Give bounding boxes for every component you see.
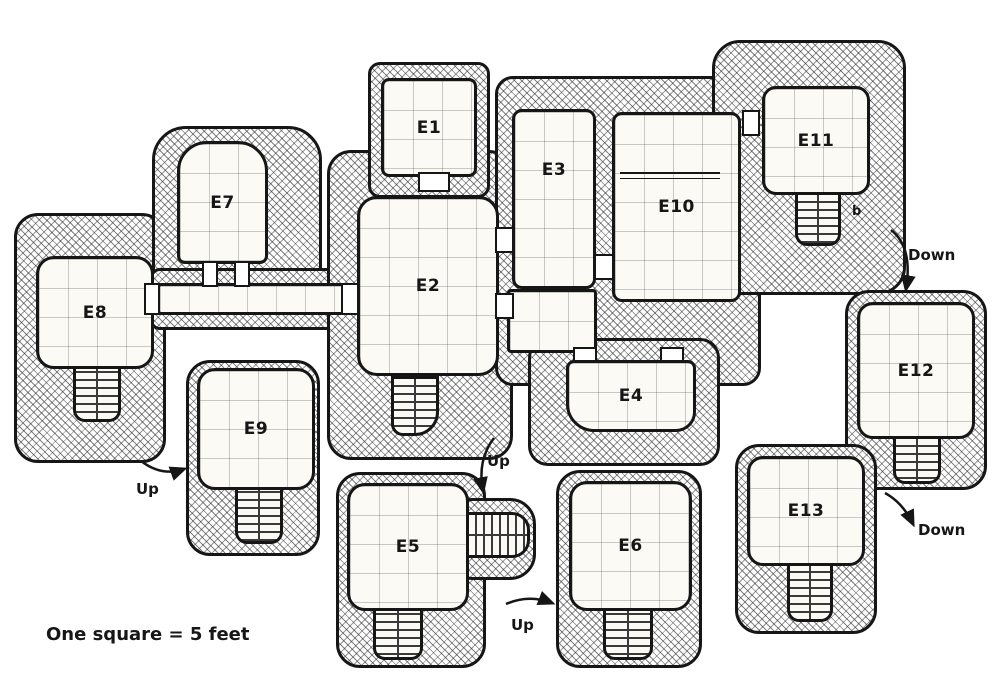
stairs-icon-e8: [73, 362, 121, 422]
door-icon-e1-e2: [418, 172, 450, 192]
door-icon-e7-a: [202, 261, 218, 287]
room-E13: E13: [747, 456, 865, 566]
room-label-E1: E1: [416, 117, 442, 138]
room-label-E7: E7: [210, 192, 235, 213]
stairs-icon-e13: [787, 562, 833, 622]
room-label-E4: E4: [618, 386, 644, 406]
stairs-icon-e5: [373, 604, 423, 660]
door-icon-e3-e10: [594, 254, 614, 280]
room-label-E11: E11: [797, 130, 835, 151]
down-arrow-e13: [884, 491, 915, 528]
annotation-down-e13: Down: [918, 521, 966, 539]
e10-ledge-line: [620, 172, 720, 179]
stairs-icon-e6: [603, 604, 653, 660]
room-label-E3: E3: [541, 160, 567, 180]
door-icon-e2-floor: [495, 293, 514, 319]
room-label-E8: E8: [82, 302, 108, 323]
door-icon-e2-e3: [495, 227, 514, 253]
wall-hatch-e11: [712, 40, 906, 295]
room-E6: E6: [569, 481, 692, 611]
stairs-icon-e5-side: [466, 512, 530, 558]
door-icon-e4-b: [660, 347, 684, 362]
room-E3: E3: [512, 109, 596, 289]
room-E12: E12: [857, 302, 975, 439]
legend: One square = 5 feet: [46, 624, 250, 645]
room-label-E13: E13: [787, 501, 825, 521]
corridor-e8-e2: [157, 283, 355, 315]
room-E1: E1: [381, 78, 477, 177]
room-label-E5: E5: [395, 537, 421, 557]
annotation-up-e5: Up: [487, 452, 510, 470]
room-E9: E9: [197, 368, 315, 490]
stairs-icon-e9: [235, 482, 283, 544]
room-E2: E2: [357, 196, 499, 376]
door-icon-e10-e11: [742, 110, 760, 136]
floor-below-e3: [507, 289, 597, 353]
annotation-down-e12: Down: [908, 246, 956, 264]
room-E7: E7: [177, 141, 268, 264]
up-arrow-e9: [140, 460, 188, 481]
room-label-E9: E9: [243, 419, 269, 439]
door-icon-e7-b: [234, 261, 250, 287]
room-E8: E8: [36, 256, 154, 369]
room-label-E10: E10: [658, 197, 695, 217]
room-E5: E5: [347, 483, 469, 611]
room-E4: E4: [566, 360, 696, 432]
door-icon-e4-a: [573, 347, 597, 362]
stairs-icon-e11: [795, 192, 841, 246]
room-label-E2: E2: [415, 276, 441, 296]
room-label-E6: E6: [618, 536, 643, 556]
annotation-b: b: [852, 204, 862, 219]
up-arrow-e5b: [505, 591, 556, 606]
room-E11: E11: [762, 86, 870, 195]
door-icon-e8-corridor: [144, 283, 160, 315]
annotation-up-e5b: Up: [511, 616, 534, 634]
stairs-icon-e2: [391, 376, 439, 436]
annotation-up-e9: Up: [136, 480, 159, 498]
room-E10: E10: [612, 112, 741, 302]
door-icon-corridor-e2: [341, 283, 359, 315]
room-label-E12: E12: [897, 360, 935, 381]
